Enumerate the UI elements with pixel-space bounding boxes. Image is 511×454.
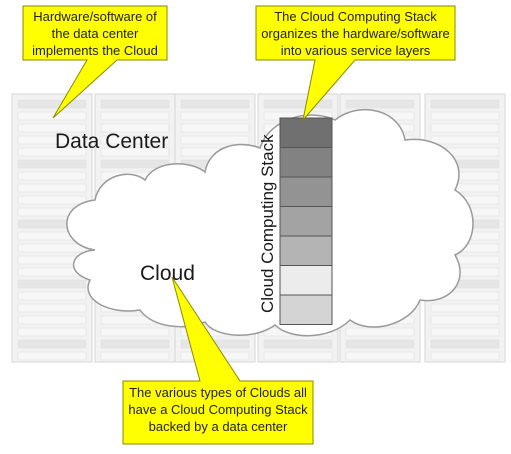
callout-top-right-text: The Cloud Computing Stack organizes the … [256, 8, 455, 59]
callout-bottom-text: The various types of Clouds all have a C… [123, 384, 313, 435]
stack-layer [279, 176, 333, 207]
stack-layer [279, 147, 333, 178]
callout-bottom-shape [122, 276, 314, 445]
cloud-computing-stack [279, 117, 333, 325]
callout-line: backed by a data center [148, 419, 288, 434]
rack-unit [100, 339, 170, 349]
data-center-label: Data Center [55, 130, 169, 153]
rack-unit [345, 327, 415, 337]
rack-unit [17, 303, 87, 313]
rack-unit [430, 111, 500, 121]
rack-unit [180, 123, 250, 133]
callout-top-left-shape [22, 5, 168, 119]
cloud-label: Cloud [140, 262, 195, 285]
stack-label: Cloud Computing Stack [258, 134, 277, 313]
callout-line: the data center [51, 26, 139, 41]
callout-line: have a Cloud Computing Stack [128, 402, 308, 417]
rack-unit [17, 111, 87, 121]
rack-unit [430, 327, 500, 337]
rack-unit [17, 99, 87, 109]
rack-unit [263, 351, 333, 361]
rack-unit [430, 351, 500, 361]
rack-unit [430, 303, 500, 313]
rack-unit [100, 99, 170, 109]
rack-unit [17, 195, 87, 205]
rack-unit [17, 291, 87, 301]
rack-unit [345, 99, 415, 109]
rack-unit [100, 123, 170, 133]
rack-unit [430, 135, 500, 145]
rack-unit [430, 123, 500, 133]
rack-unit [17, 171, 87, 181]
rack-unit [430, 315, 500, 325]
rack-unit [17, 327, 87, 337]
rack-unit [17, 279, 87, 289]
rack-unit [17, 123, 87, 133]
cloud-shape [66, 108, 474, 337]
rack-unit [17, 183, 87, 193]
stack-layer [279, 235, 333, 266]
rack-unit [345, 339, 415, 349]
callout-line: The Cloud Computing Stack [274, 9, 437, 24]
rack-unit [17, 147, 87, 157]
callout-line: The various types of Clouds all [129, 385, 307, 400]
stack-layer [279, 117, 333, 148]
rack-unit [263, 339, 333, 349]
rack-unit [100, 351, 170, 361]
stack-layer [279, 206, 333, 237]
rack-unit [180, 99, 250, 109]
rack-unit [100, 147, 170, 157]
callout-line: Hardware/software of [33, 9, 157, 24]
rack-unit [345, 351, 415, 361]
rack-unit [180, 111, 250, 121]
callout-line: into various service layers [280, 43, 431, 58]
rack-unit [100, 135, 170, 145]
rack-unit [100, 111, 170, 121]
callout-line: implements the Cloud [32, 43, 158, 58]
rack-unit [17, 339, 87, 349]
callout-line: organizes the hardware/software [261, 26, 450, 41]
callout-top-left-text: Hardware/software of the data center imp… [23, 8, 167, 59]
rack-unit [263, 99, 333, 109]
rack-unit [17, 315, 87, 325]
rack-unit [430, 339, 500, 349]
rack-unit [17, 159, 87, 169]
rack-unit [17, 351, 87, 361]
rack-unit [17, 135, 87, 145]
rack-unit [100, 327, 170, 337]
rack-unit [17, 243, 87, 253]
stack-layer [279, 265, 333, 296]
rack-unit [430, 99, 500, 109]
rack-unit [180, 135, 250, 145]
callout-top-right-shape [255, 5, 456, 122]
stack-layer [279, 294, 333, 325]
